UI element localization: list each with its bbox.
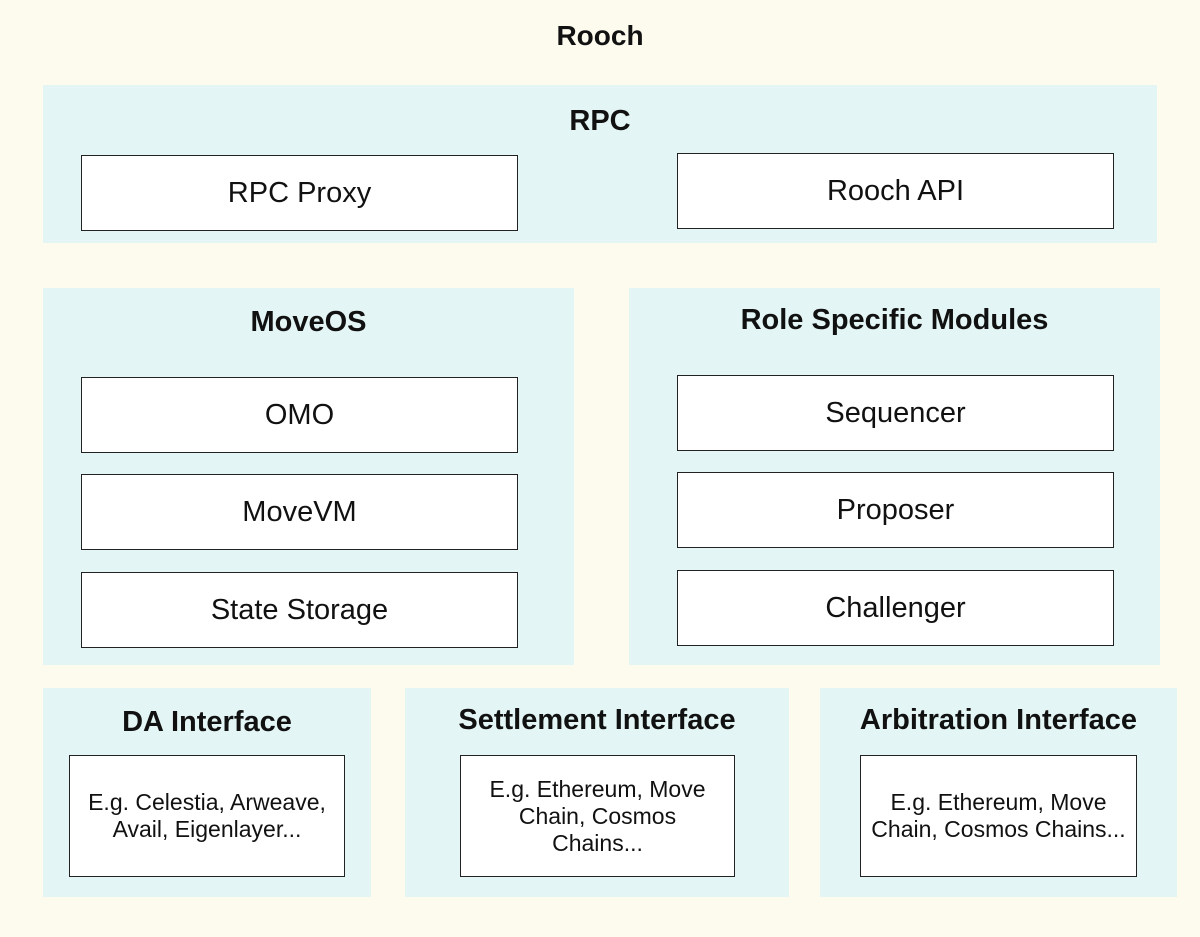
- moveos-panel: MoveOS OMO MoveVM State Storage: [43, 288, 574, 665]
- rpc-panel-title: RPC: [569, 105, 631, 137]
- diagram-title: Rooch: [556, 20, 644, 51]
- da-interface-examples: E.g. Celestia, Arweave, Avail, Eigenlaye…: [69, 755, 345, 877]
- omo-box: OMO: [81, 377, 518, 453]
- movevm-box: MoveVM: [81, 474, 518, 550]
- state-storage-box: State Storage: [81, 572, 518, 648]
- arbitration-interface-title: Arbitration Interface: [859, 704, 1138, 736]
- arbitration-interface-panel: Arbitration Interface E.g. Ethereum, Mov…: [820, 688, 1177, 897]
- moveos-panel-title: MoveOS: [250, 306, 367, 338]
- settlement-interface-examples: E.g. Ethereum, Move Chain, Cosmos Chains…: [460, 755, 735, 877]
- rpc-proxy-box: RPC Proxy: [81, 155, 518, 231]
- rpc-panel: RPC RPC Proxy Rooch API: [43, 85, 1157, 243]
- sequencer-box: Sequencer: [677, 375, 1114, 451]
- role-modules-panel-title: Role Specific Modules: [740, 304, 1049, 336]
- proposer-box: Proposer: [677, 472, 1114, 548]
- rooch-api-box: Rooch API: [677, 153, 1114, 229]
- settlement-interface-panel: Settlement Interface E.g. Ethereum, Move…: [405, 688, 789, 897]
- da-interface-panel: DA Interface E.g. Celestia, Arweave, Ava…: [43, 688, 371, 897]
- arbitration-interface-examples: E.g. Ethereum, Move Chain, Cosmos Chains…: [860, 755, 1137, 877]
- challenger-box: Challenger: [677, 570, 1114, 646]
- settlement-interface-title: Settlement Interface: [458, 704, 736, 736]
- da-interface-title: DA Interface: [122, 706, 292, 738]
- role-modules-panel: Role Specific Modules Sequencer Proposer…: [629, 288, 1160, 665]
